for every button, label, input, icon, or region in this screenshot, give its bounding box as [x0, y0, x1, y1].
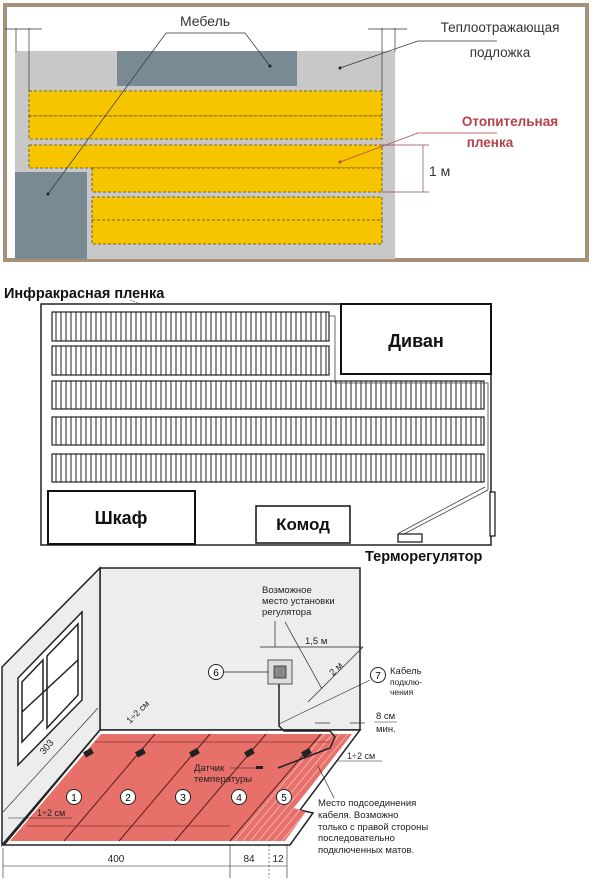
- sensor-label-line2: температуры: [194, 774, 252, 785]
- leader-lines: [47, 32, 497, 195]
- marker-6: 6: [213, 668, 219, 679]
- mat-numbers: 1 2 3 4 5: [66, 789, 292, 805]
- underlay-label-line1: Теплоотражающая: [441, 20, 560, 35]
- film-strip: [91, 219, 383, 245]
- wiring: [329, 315, 489, 490]
- mat-connectors: [83, 747, 312, 758]
- wardrobe-label: Шкаф: [95, 508, 148, 528]
- wall-radiator: [489, 491, 496, 537]
- film-label-line1: Отопительная: [462, 114, 558, 129]
- film-label-line2: пленка: [467, 135, 514, 150]
- window: [17, 610, 83, 767]
- wardrobe-box: [47, 490, 196, 545]
- film-row: [51, 453, 485, 483]
- marker-6-circle: [208, 664, 224, 680]
- film-row: [51, 311, 330, 342]
- film-strip: [91, 167, 383, 193]
- gap-right-1-2cm: 1÷2 см: [347, 751, 375, 761]
- panel-furniture-layout: Мебель Теплоотражающая подложка Отопител…: [3, 3, 589, 262]
- film-row: [51, 416, 485, 446]
- underlay-label-line2: подложка: [470, 45, 531, 60]
- film-rows: [51, 311, 485, 483]
- panel-floor-plan: Инфракрасная пленка Диван Шкаф Комод Тер…: [4, 286, 496, 565]
- dresser-label: Комод: [276, 515, 330, 534]
- furniture-label: Мебель: [180, 13, 230, 29]
- connection-note-line3: только с правой стороны: [318, 822, 428, 833]
- marker-7-circle: [370, 667, 386, 683]
- gap-8cm: 8 см: [376, 711, 395, 722]
- mat-5-hatched: [232, 734, 352, 841]
- dresser-box: [255, 505, 351, 544]
- regulator-dimensions: [260, 621, 364, 703]
- mat-number-2: 2: [125, 793, 131, 804]
- regulator-place-line2: место установки: [262, 596, 335, 607]
- heating-film-strips: [28, 90, 383, 245]
- gap-left-1-2cm: 1÷2 см: [37, 808, 65, 818]
- temperature-sensor: [256, 766, 263, 769]
- thermostat-label: Терморегулятор: [365, 549, 483, 565]
- mat-number-3: 3: [180, 793, 186, 804]
- film-row: [51, 345, 330, 376]
- panel-installation-3d: 6 7 Возможное место установки регулятора…: [1, 566, 428, 878]
- film-row: [51, 380, 485, 410]
- furniture-left: [15, 172, 87, 259]
- sofa-box: [340, 303, 492, 375]
- connection-note-line5: подключенных матов.: [318, 845, 414, 856]
- cable-label-line3: чения: [390, 687, 414, 697]
- film-leader: [339, 132, 497, 163]
- regulator-place-line1: Возможное: [262, 585, 312, 596]
- dimension-1m: [382, 144, 429, 193]
- gap-8cm-min: мин.: [376, 724, 396, 735]
- mat-number-4: 4: [236, 793, 242, 804]
- thermostat-box: [397, 533, 423, 543]
- dimension-400: 400: [108, 854, 125, 865]
- furniture-top: [117, 51, 297, 86]
- sensor-label-line1: Датчик: [194, 763, 225, 774]
- film-strip: [28, 115, 383, 140]
- dimension-12: 12: [272, 854, 284, 865]
- connection-note-line2: кабеля. Возможно: [318, 810, 398, 821]
- film-strip: [91, 196, 383, 221]
- dimension-84: 84: [243, 854, 255, 865]
- connection-note-line1: Место подсоединения: [318, 798, 416, 809]
- film-strip: [28, 144, 383, 169]
- marker-7: 7: [375, 671, 381, 682]
- mat-number-1: 1: [71, 793, 77, 804]
- connection-note-line4: последовательно: [318, 833, 395, 844]
- mat-number-5: 5: [281, 793, 287, 804]
- dimension-1m-label: 1 м: [429, 163, 450, 179]
- connection-cable: [277, 684, 336, 769]
- edge-gap-marks: [5, 28, 407, 92]
- connection-note: Место подсоединения кабеля. Возможно тол…: [318, 798, 428, 856]
- sofa-label: Диван: [388, 331, 444, 351]
- cable-label-line1: Кабель: [390, 666, 422, 677]
- bottom-dimensions: [2, 845, 288, 878]
- regulator-place-line3: регулятора: [262, 607, 312, 618]
- cable-label-line2: подклю-: [390, 677, 422, 687]
- dimension-1-5m: 1,5 м: [305, 636, 327, 647]
- infrared-film-title: Инфракрасная пленка: [4, 286, 165, 302]
- film-strip: [28, 90, 383, 117]
